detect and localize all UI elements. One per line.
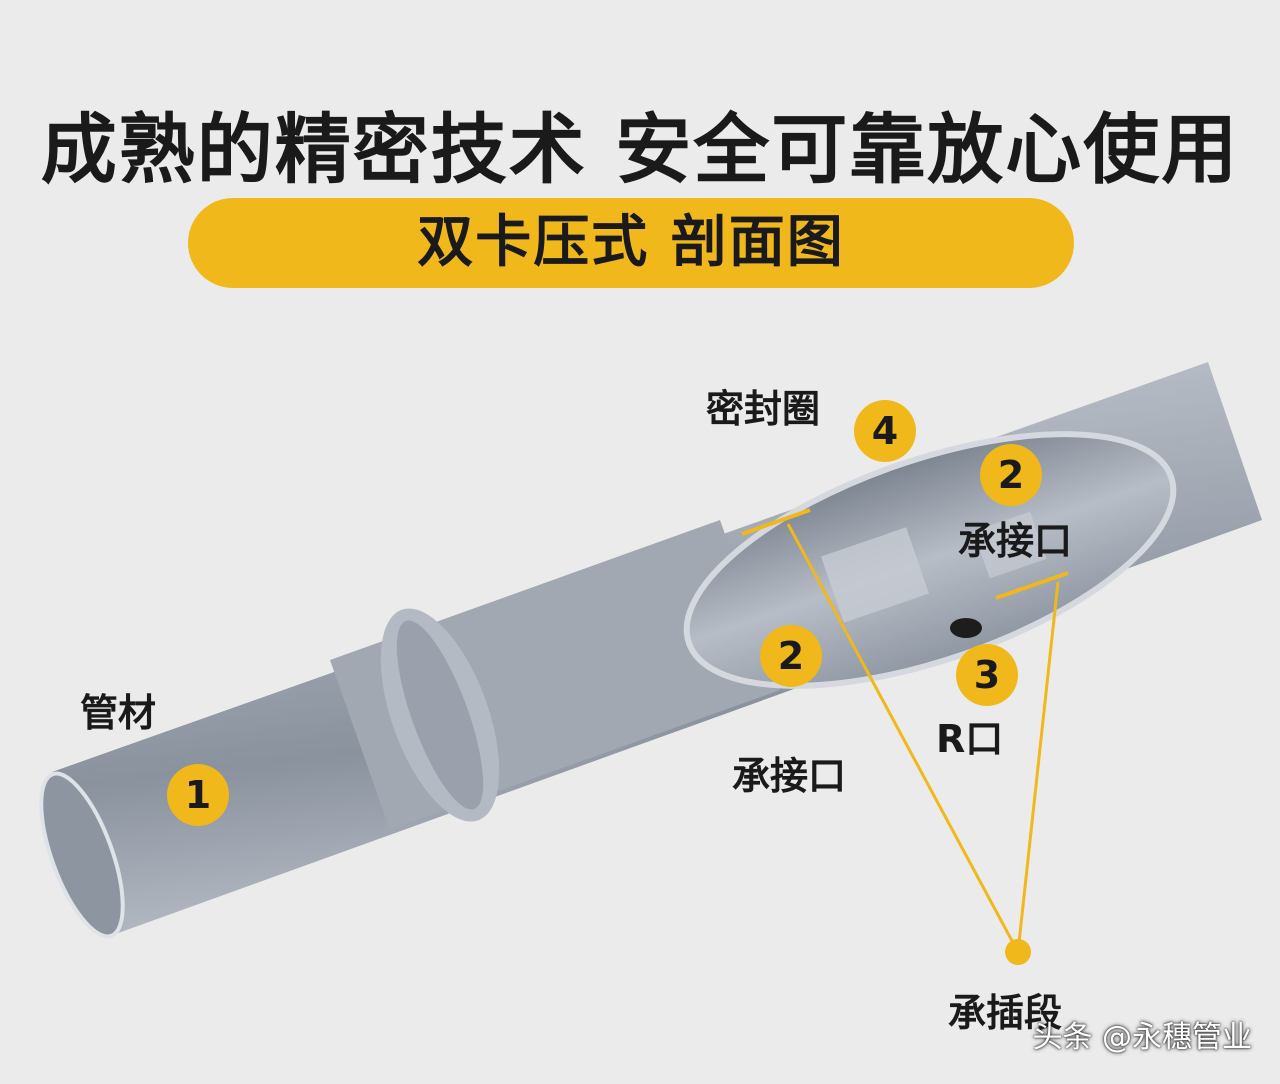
badge-1: 1 xyxy=(167,764,229,826)
section-banner: 双卡压式 剖面图 xyxy=(188,198,1074,288)
badge-4: 4 xyxy=(854,400,916,462)
label-socket-section: 承插段 xyxy=(948,991,1063,1035)
label-socket-upper: 承接口 xyxy=(958,519,1073,563)
badge-3: 3 xyxy=(956,644,1018,706)
watermark: 头条 @永穗管业 xyxy=(1032,1020,1252,1055)
label-seal-ring: 密封圈 xyxy=(706,387,821,431)
socket-section-leaders xyxy=(786,523,1060,965)
badge-2-lower: 2 xyxy=(760,625,822,687)
label-pipe: 管材 xyxy=(80,691,157,735)
headline: 成熟的精密技术 安全可靠放心使用 xyxy=(40,105,1240,194)
label-r-port: R口 xyxy=(936,717,1004,761)
label-socket-lower: 承接口 xyxy=(732,754,847,798)
r-port-ring xyxy=(950,618,982,638)
socket-highlights xyxy=(741,508,1069,600)
pipe-body xyxy=(39,362,1262,939)
banner-title: 双卡压式 剖面图 xyxy=(417,210,845,275)
badge-2-upper: 2 xyxy=(980,444,1042,506)
